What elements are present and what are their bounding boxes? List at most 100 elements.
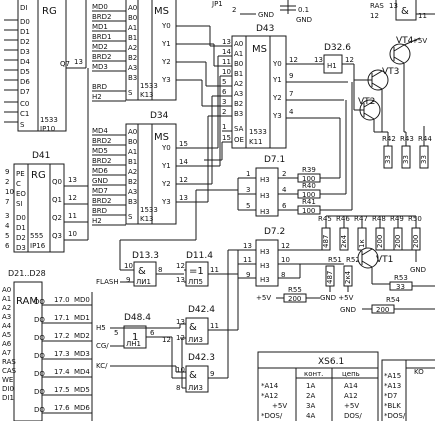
chip-d43-pin-b3: B3 bbox=[234, 110, 243, 118]
chip-mux-top-pin-b1: B1 bbox=[128, 34, 137, 42]
gate-d42-3-pin8: 9 bbox=[210, 370, 214, 378]
net-brd: BRD bbox=[92, 83, 107, 91]
ram-pin-a6: A6 bbox=[2, 340, 12, 348]
chip-d7-2-pin8: 8 bbox=[281, 271, 285, 279]
chip-mux-top-pin-a0: A0 bbox=[128, 4, 137, 12]
ram-net-md1: MD1 bbox=[74, 314, 90, 322]
chip-d41-pin-c: C bbox=[16, 180, 21, 188]
chip-d34-outpin-12: 12 bbox=[179, 176, 188, 184]
gate-d11-4-pin13: 13 bbox=[176, 276, 185, 284]
chip-d43-out-y2: Y2 bbox=[272, 94, 282, 102]
chip-d41-inpin-7: 7 bbox=[5, 198, 9, 206]
net-gnd: GND bbox=[92, 177, 108, 185]
resistor-r55-name: R55 bbox=[288, 286, 302, 294]
chip-d43-outpin-4: 4 bbox=[289, 108, 294, 116]
chip-d43-pin-sa: SA bbox=[234, 125, 244, 133]
chip-mux-top-pin-b0: B0 bbox=[128, 14, 137, 22]
chip-d32-6-ref: D32.6 bbox=[324, 43, 351, 53]
resistor-r49-name: R49 bbox=[390, 215, 404, 223]
resistor-r43-name: R43 bbox=[400, 135, 414, 143]
net-md4: MD4 bbox=[92, 127, 108, 135]
chip-d43-pin-a0: A0 bbox=[234, 40, 243, 48]
chip-d43-outpin-9: 9 bbox=[289, 72, 293, 80]
chip-d34-outpin-14: 14 bbox=[179, 158, 188, 166]
ram-net-md6: MD6 bbox=[74, 404, 90, 412]
ram-pin-a2: A2 bbox=[2, 304, 11, 312]
net-brd2-b: BRD2 bbox=[92, 53, 112, 61]
chip-d34-ref: D34 bbox=[150, 111, 169, 121]
ram-net-17-1: 17.1 bbox=[54, 314, 70, 322]
resistor-r51-name: R51 bbox=[328, 256, 342, 264]
resistor-r53-name: R53 bbox=[394, 274, 408, 282]
register-pin-s: S bbox=[20, 121, 25, 129]
chip-d7-2-pin12: 12 bbox=[281, 242, 290, 250]
chip-d7-1-pin5: 5 bbox=[246, 202, 250, 210]
ram-function: RAM bbox=[16, 296, 38, 307]
resistor-r47-name: R47 bbox=[354, 215, 368, 223]
chip-d34-pin-b0: B0 bbox=[128, 138, 137, 146]
net-brd1: BRD1 bbox=[92, 33, 112, 41]
chip-d32-6-func: H1 bbox=[327, 62, 337, 70]
chip-d34-pin-s: S bbox=[128, 213, 133, 221]
resistor-r45-name: R45 bbox=[318, 215, 332, 223]
register-left-stubs bbox=[4, 19, 18, 123]
chip-d41-inpin-9: 9 bbox=[5, 168, 9, 176]
register-pin-d6: D6 bbox=[20, 78, 30, 86]
gate-d42-4: D42.4 & ЛИ3 13 12 11 bbox=[176, 274, 239, 345]
chip-d43-ctrlpin-15: 15 bbox=[222, 134, 231, 142]
ram-out-do2: DO bbox=[34, 334, 45, 342]
ram-pin-a1: A1 bbox=[2, 295, 11, 303]
ram-pin-a7: A7 bbox=[2, 349, 11, 357]
ram-net-17-3: 17.3 bbox=[54, 350, 70, 358]
gate-d48-4-ref: D48.4 bbox=[124, 313, 151, 323]
ram-net-17-2: 17.2 bbox=[54, 332, 70, 340]
chip-d43-pin-a2: A2 bbox=[234, 80, 243, 88]
chip-d7-2-gate-c: H3 bbox=[260, 276, 270, 284]
gate-d11-4: D11.4 =1 ЛП5 12 11 13 bbox=[176, 251, 238, 287]
net-md6: MD6 bbox=[92, 167, 108, 175]
mux-to-d43-wires bbox=[176, 25, 232, 203]
chip-mux-top-pin-s: S bbox=[128, 89, 133, 97]
gate-d13-3-type: ЛИ1 bbox=[136, 278, 151, 286]
chip-d43-out-y1: Y1 bbox=[272, 76, 282, 84]
register-pin-d3: D3 bbox=[20, 48, 30, 56]
chip-d41-outpin-10: 10 bbox=[68, 230, 77, 238]
gate-d48-4: D48.4 1 ЛН1 5 6 12 H5 CG/ KC/ bbox=[96, 313, 186, 379]
gate-d11-4-pin12: 12 bbox=[176, 262, 185, 270]
net-h2: H2 bbox=[92, 93, 102, 101]
chip-mux-top-type: K13 bbox=[140, 91, 154, 99]
chip-d41-outpin-11: 11 bbox=[68, 212, 77, 220]
chip-d41-inpin-4: 4 bbox=[5, 222, 10, 230]
resistor-r48-value: 200 bbox=[376, 235, 384, 248]
chip-d34-pin-b1: B1 bbox=[128, 158, 137, 166]
transistor-vt2: VT2 bbox=[358, 97, 381, 121]
gate-d11-4-type: ЛП5 bbox=[188, 278, 203, 286]
chip-d34-type: K13 bbox=[140, 215, 154, 223]
gate-d42-4-pin11: 11 bbox=[210, 322, 219, 330]
ram-net-md4: MD4 bbox=[74, 368, 90, 376]
transistor-vt3-vcc: +5V bbox=[412, 37, 427, 45]
ram-pin-ras: RAS bbox=[2, 358, 16, 366]
top-right-gate-pin13: 13 bbox=[389, 2, 398, 10]
connector-right-dos: *DOS/ bbox=[384, 412, 406, 420]
chip-d41-pin-si: SI bbox=[16, 200, 23, 208]
resistor-r54-name: R54 bbox=[386, 296, 400, 304]
register-pin-d1: D1 bbox=[20, 28, 30, 36]
chip-d7-2-ref: D7.2 bbox=[264, 227, 285, 237]
chip-d43-out-y3: Y3 bbox=[272, 112, 282, 120]
chip-d7-1-pin2: 2 bbox=[282, 170, 286, 178]
resistor-r51-value: 487 bbox=[326, 271, 334, 284]
connector-right-header: KO bbox=[414, 368, 424, 376]
chip-d34-part: 1533 bbox=[140, 206, 158, 214]
chip-mux-top-out-y3: Y3 bbox=[161, 76, 171, 84]
chip-d34-outpin-15: 15 bbox=[179, 140, 188, 148]
net-h5: H5 bbox=[96, 324, 106, 332]
chip-d34: D34 MS A0 B0 A1 B1 A2 B2 A3 B3 S 1533 K1… bbox=[92, 111, 188, 226]
register-output-pin: 13 bbox=[74, 58, 83, 66]
top-right-gate-func: & bbox=[401, 6, 409, 17]
gate-d42-3: D42.3 & ЛИ3 10 8 9 bbox=[175, 249, 238, 393]
connector-header-contact: конт. bbox=[304, 370, 323, 378]
resistor-r43-value: 33 bbox=[402, 155, 410, 164]
chip-d7-1-ref: D7.1 bbox=[264, 155, 285, 165]
chip-d43-outpin-7: 7 bbox=[289, 90, 293, 98]
